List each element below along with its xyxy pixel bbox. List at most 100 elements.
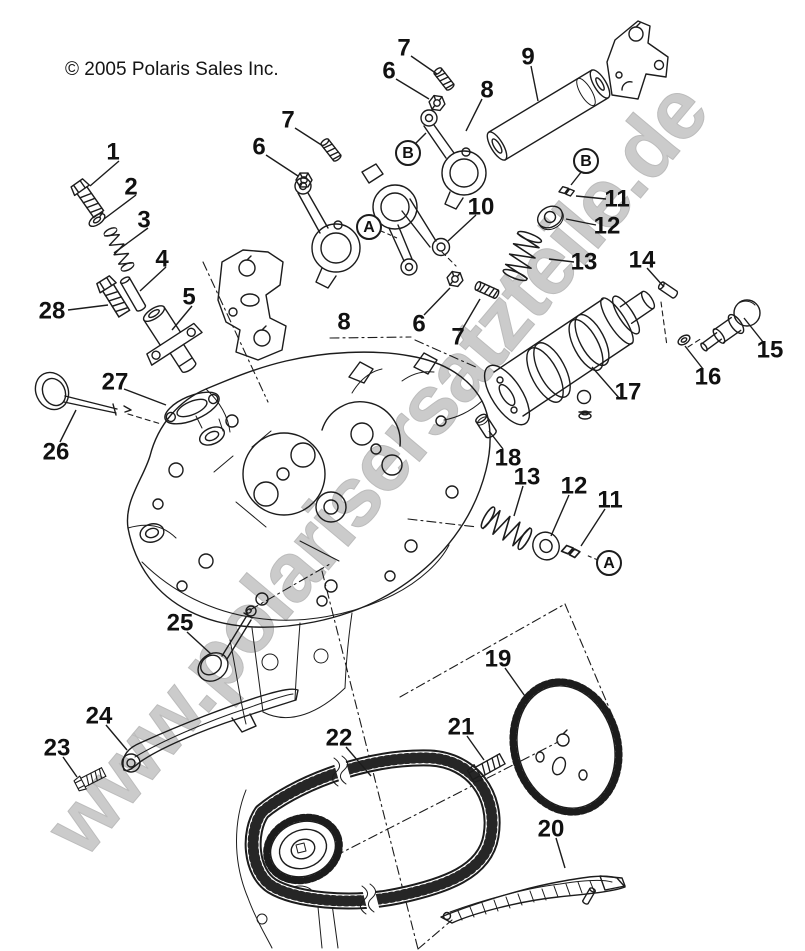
leader-line [488, 430, 504, 450]
callout-6: 6 [412, 311, 425, 338]
callout-25: 25 [167, 610, 194, 637]
ref-letter-A: A [603, 555, 615, 572]
washer-part16 [677, 334, 691, 346]
cam-sprocket-part19 [509, 678, 623, 816]
callout-12: 12 [561, 473, 588, 500]
callout-11: 11 [604, 186, 629, 213]
leader-line [123, 388, 167, 406]
tensioner-blade-part20 [440, 875, 626, 924]
callout-27: 27 [102, 369, 129, 396]
tensioner-body-part5 [142, 305, 203, 373]
callout-13: 13 [571, 249, 598, 276]
leader-line [550, 494, 570, 537]
callout-11: 11 [597, 487, 622, 514]
bolt-part1 [68, 177, 107, 220]
leader-line [565, 218, 597, 226]
callout-18: 18 [495, 445, 522, 472]
cam-holder-bracket [217, 249, 287, 361]
callout-22: 22 [326, 725, 353, 752]
leader-line [462, 298, 481, 329]
leader-line [743, 317, 764, 343]
callout-6: 6 [252, 134, 265, 161]
leader-line [548, 258, 575, 263]
callout-15: 15 [757, 337, 784, 364]
callout-12: 12 [594, 213, 621, 240]
copyright-text: © 2005 Polaris Sales Inc. [65, 59, 279, 80]
rocker-arm-left [294, 177, 361, 289]
callout-28: 28 [39, 298, 66, 325]
leader-line [575, 195, 607, 200]
ref-letter-A: A [363, 219, 375, 236]
leader-line [466, 735, 485, 761]
leader-line [265, 154, 299, 177]
callout-7: 7 [281, 107, 294, 134]
valve-keeper-11-lower [559, 542, 582, 561]
spindle-part15 [700, 299, 761, 352]
locknut-6-top [427, 94, 447, 112]
leader-line [139, 266, 167, 292]
leader-line [294, 127, 324, 147]
crankcase-sketch [229, 612, 353, 949]
callout-7: 7 [451, 324, 464, 351]
callout-1: 1 [106, 139, 119, 166]
ref-circle-B [395, 140, 421, 166]
callout-5: 5 [182, 284, 195, 311]
leader-line [59, 409, 77, 443]
pin-part4 [119, 276, 147, 312]
callout-8: 8 [480, 77, 493, 104]
leader-line [513, 485, 524, 517]
callout-9: 9 [521, 44, 534, 71]
cylinder-head [126, 351, 491, 628]
leader-line [591, 366, 621, 400]
leader-line [345, 746, 372, 777]
callout-6: 6 [382, 58, 395, 85]
leader-line [530, 65, 539, 102]
locknut-6-mid [445, 270, 465, 288]
callout-3: 3 [137, 207, 150, 234]
callout-7: 7 [397, 35, 410, 62]
leader-line [410, 55, 438, 75]
callout-17: 17 [615, 379, 642, 406]
callout-2: 2 [124, 174, 137, 201]
callout-10: 10 [468, 194, 495, 221]
leader-line [105, 724, 128, 751]
dowel-pin-part14 [657, 281, 679, 299]
gasket-part27 [164, 391, 220, 425]
crank-sprocket [263, 813, 343, 885]
ref-circle-A [356, 214, 382, 240]
ref-leader-line [570, 170, 583, 186]
cam-plug [578, 410, 592, 420]
callout-8: 8 [337, 309, 350, 336]
valve-part25 [197, 608, 253, 682]
ref-circle-A [596, 550, 622, 576]
leader-line [684, 345, 704, 370]
tappet-part18 [475, 413, 497, 439]
callout-24: 24 [86, 703, 113, 730]
chain-guard-part24 [121, 688, 299, 773]
ref-letter-B: B [402, 145, 414, 162]
leader-line [465, 98, 483, 132]
leader-line [113, 227, 149, 254]
leader-line [67, 304, 109, 311]
cam-chain-part22 [244, 749, 501, 915]
callout-20: 20 [538, 816, 565, 843]
valve-spring-13-lower [478, 504, 535, 552]
callout-23: 23 [44, 735, 71, 762]
leader-line [186, 631, 212, 655]
washer-part2 [88, 211, 106, 228]
valve-part26 [34, 371, 132, 416]
callout-4: 4 [155, 246, 169, 273]
callout-14: 14 [629, 247, 656, 274]
rocker-arm-center-part10 [361, 163, 451, 276]
ref-letter-B: B [580, 153, 592, 170]
leader-line [395, 78, 430, 100]
leader-line [447, 214, 477, 242]
spring-retainer-12-upper [536, 205, 564, 231]
ref-leader-line [585, 554, 599, 561]
leader-line [62, 756, 78, 778]
leader-line [580, 508, 606, 547]
leader-line [423, 287, 451, 316]
leader-line [504, 667, 528, 700]
callout-26: 26 [43, 439, 70, 466]
